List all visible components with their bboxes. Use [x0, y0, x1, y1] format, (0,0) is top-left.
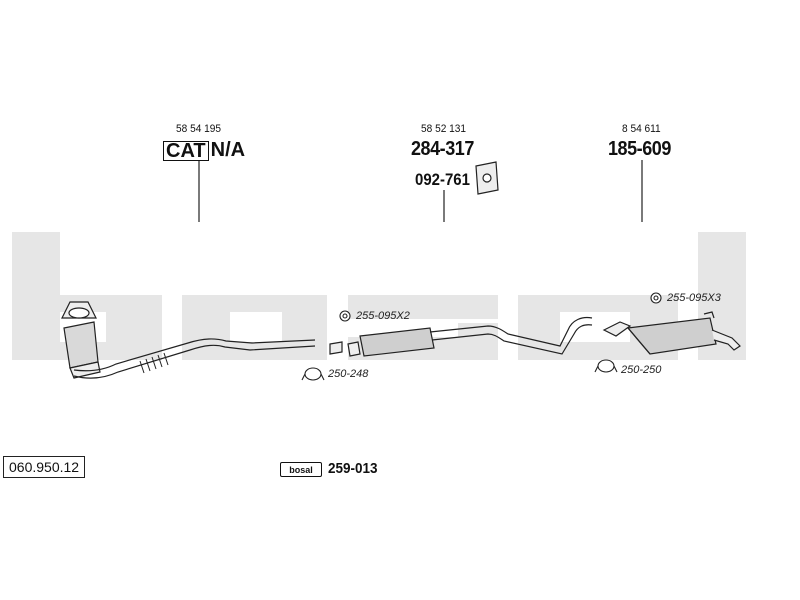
bracket-part-number: 092-761	[415, 170, 470, 189]
clamp-label-front-upper: 255-095X2	[356, 310, 410, 322]
oem-number-cat: 58 54 195	[176, 123, 222, 135]
clamp-label-front-lower: 250-248	[328, 368, 369, 380]
front-pipe	[73, 338, 316, 379]
clamp-icon	[339, 292, 662, 322]
cat-part-label: CAT N/A	[163, 139, 245, 162]
bosal-watermark	[12, 232, 746, 360]
middle-silencer	[329, 316, 593, 357]
catalytic-converter	[61, 301, 101, 379]
rubber-bracket-icon	[475, 161, 499, 195]
bosal-logo-icon: bosal	[280, 462, 322, 477]
middle-part-number: 284-317	[411, 138, 474, 160]
cat-boxed-label: CAT	[163, 140, 209, 161]
clamp-ring-icon	[301, 359, 618, 381]
cat-part-number: N/A	[210, 139, 246, 161]
reference-number: 060.950.12	[3, 456, 86, 478]
kit-part-number: 259-013	[328, 460, 378, 477]
rear-silencer	[602, 311, 741, 355]
oem-number-rear: 8 54 611	[622, 123, 661, 135]
rear-part-number: 185-609	[608, 138, 671, 160]
clamp-label-rear-lower: 250-250	[621, 364, 662, 376]
clamp-label-rear-upper: 255-095X3	[667, 292, 721, 304]
oem-number-middle: 58 52 131	[421, 123, 467, 135]
